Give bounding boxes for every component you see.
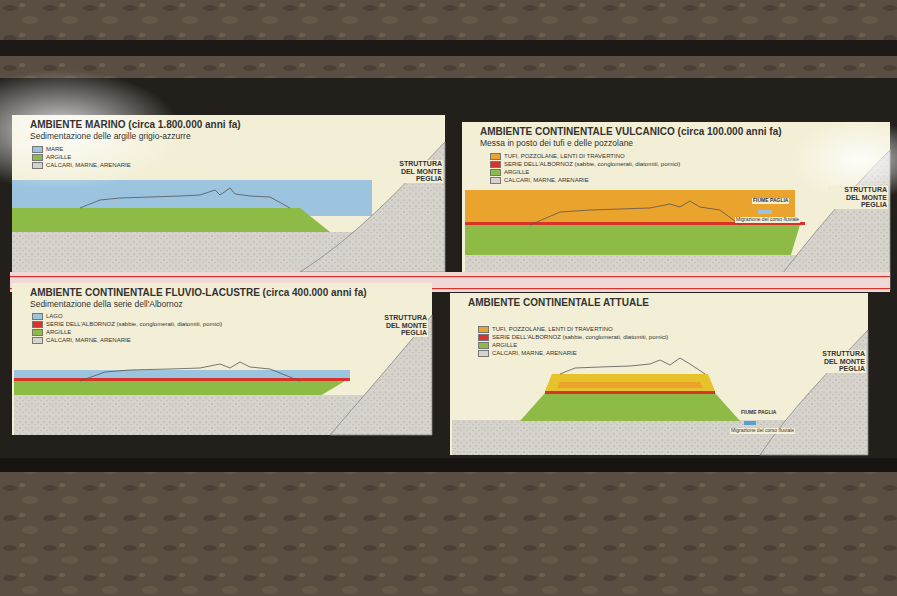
structure-label: STRUTTURA DEL MONTE PEGLIA bbox=[806, 350, 866, 373]
legend-swatch bbox=[490, 161, 501, 168]
legend-entry: CALCARI, MARNE, ARENARIE bbox=[478, 350, 577, 357]
legend-text: CALCARI, MARNE, ARENARIE bbox=[46, 337, 131, 344]
legend-entry: TUFI, POZZOLANE, LENTI DI TRAVERTINO bbox=[490, 153, 625, 160]
legend-text: SERIE DELL'ALBORNOZ (sabbie, conglomerat… bbox=[46, 321, 222, 328]
legend-entry: CALCARI, MARNE, ARENARIE bbox=[32, 162, 131, 169]
legend-text: MARE bbox=[46, 146, 63, 153]
legend-text: SERIE DELL'ALBORNOZ (sabbie, conglomerat… bbox=[504, 161, 680, 168]
legend-text: CALCARI, MARNE, ARENARIE bbox=[492, 350, 577, 357]
panel-title: AMBIENTE MARINO (circa 1.800.000 anni fa… bbox=[30, 119, 437, 131]
panel-title: AMBIENTE CONTINENTALE ATTUALE bbox=[468, 297, 860, 309]
legend-swatch bbox=[32, 146, 43, 153]
legend-swatch bbox=[32, 321, 43, 328]
legend-text: ARGILLE bbox=[492, 342, 517, 349]
legend-text: TUFI, POZZOLANE, LENTI DI TRAVERTINO bbox=[492, 326, 613, 333]
river-label: FIUME PAGLIA bbox=[752, 198, 789, 204]
diagram-panel: AMBIENTE CONTINENTALE ATTUALE bbox=[450, 293, 868, 455]
diagram-panel: AMBIENTE CONTINENTALE VULCANICO (circa 1… bbox=[462, 122, 890, 290]
legend-text: ARGILLE bbox=[46, 329, 71, 336]
legend-entry: CALCARI, MARNE, ARENARIE bbox=[32, 337, 131, 344]
legend-swatch bbox=[32, 313, 43, 320]
legend-entry: ARGILLE bbox=[32, 154, 71, 161]
panel-title: AMBIENTE CONTINENTALE VULCANICO (circa 1… bbox=[480, 126, 882, 138]
panel-title: AMBIENTE CONTINENTALE FLUVIO-LACUSTRE (c… bbox=[30, 287, 424, 299]
legend-swatch bbox=[478, 334, 489, 341]
legend-text: ARGILLE bbox=[504, 169, 529, 176]
legend-entry: MARE bbox=[32, 146, 63, 153]
legend-swatch bbox=[32, 154, 43, 161]
structure-label: STRUTTURA DEL MONTE PEGLIA bbox=[368, 314, 428, 337]
legend-text: CALCARI, MARNE, ARENARIE bbox=[46, 162, 131, 169]
river-label: FIUME PAGLIA bbox=[740, 410, 777, 416]
legend-swatch bbox=[478, 350, 489, 357]
legend-text: SERIE DELL'ALBORNOZ (sabbie, conglomerat… bbox=[492, 334, 668, 341]
legend-swatch bbox=[490, 169, 501, 176]
legend-entry: SERIE DELL'ALBORNOZ (sabbie, conglomerat… bbox=[478, 334, 668, 341]
panel-subtitle: Sedimentazione della serie dell'Albornoz bbox=[30, 299, 424, 310]
legend-text: TUFI, POZZOLANE, LENTI DI TRAVERTINO bbox=[504, 153, 625, 160]
legend-text: LAGO bbox=[46, 313, 63, 320]
legend-swatch bbox=[478, 342, 489, 349]
legend-swatch bbox=[32, 337, 43, 344]
diagram-panel: AMBIENTE CONTINENTALE FLUVIO-LACUSTRE (c… bbox=[12, 283, 432, 435]
river-label: Migrazione del corso fluviale bbox=[730, 428, 795, 434]
legend-entry: SERIE DELL'ALBORNOZ (sabbie, conglomerat… bbox=[32, 321, 222, 328]
legend-swatch bbox=[32, 162, 43, 169]
diagram-panel: AMBIENTE MARINO (circa 1.800.000 anni fa… bbox=[12, 115, 445, 272]
panel-subtitle: Messa in posto dei tufi e delle pozzolan… bbox=[480, 138, 882, 149]
legend-entry: ARGILLE bbox=[490, 169, 529, 176]
river-label: Migrazione del corso fluviale bbox=[735, 217, 800, 223]
legend-entry: SERIE DELL'ALBORNOZ (sabbie, conglomerat… bbox=[490, 161, 680, 168]
legend-text: ARGILLE bbox=[46, 154, 71, 161]
legend-entry: CALCARI, MARNE, ARENARIE bbox=[490, 177, 589, 184]
legend-swatch bbox=[490, 153, 501, 160]
legend-swatch bbox=[490, 177, 501, 184]
legend-entry: ARGILLE bbox=[32, 329, 71, 336]
panel-subtitle: Sedimentazione delle argille grigio-azzu… bbox=[30, 131, 437, 142]
legend-entry: TUFI, POZZOLANE, LENTI DI TRAVERTINO bbox=[478, 326, 613, 333]
legend-entry: ARGILLE bbox=[478, 342, 517, 349]
structure-label: STRUTTURA DEL MONTE PEGLIA bbox=[828, 186, 888, 209]
legend-text: CALCARI, MARNE, ARENARIE bbox=[504, 177, 589, 184]
legend-swatch bbox=[478, 326, 489, 333]
structure-label: STRUTTURA DEL MONTE PEGLIA bbox=[383, 160, 443, 183]
legend-entry: LAGO bbox=[32, 313, 63, 320]
legend-swatch bbox=[32, 329, 43, 336]
